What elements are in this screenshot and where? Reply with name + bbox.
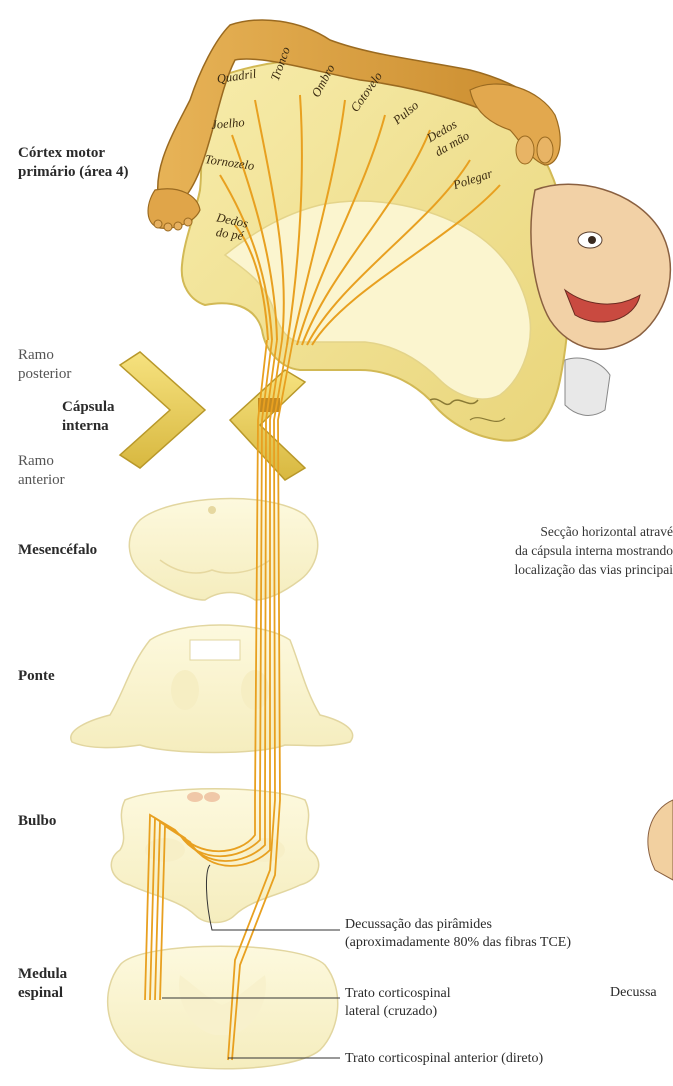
decussa-cut-label: Decussa <box>610 983 657 1002</box>
bulbo-label: Bulbo <box>18 812 56 831</box>
ramo-anterior-label-2: anterior <box>18 471 65 490</box>
capsula-label-1: Cápsula <box>62 398 115 417</box>
decussacao-label-2: (aproximadamente 80% das fibras TCE) <box>345 933 571 952</box>
decussacao-label-1: Decussação das pirâmides <box>345 915 492 934</box>
medula-label-1: Medula <box>18 965 67 984</box>
pons-section <box>71 625 353 753</box>
mesencefalo-label: Mesencéfalo <box>18 541 97 560</box>
spinal-cord-section <box>108 946 338 1069</box>
ramo-posterior-label-2: posterior <box>18 365 71 384</box>
motor-cortex-label-2: primário (área 4) <box>18 163 129 182</box>
ponte-label: Ponte <box>18 667 55 686</box>
ramo-posterior-label-1: Ramo <box>18 346 54 365</box>
anterior-tract-label: Trato corticospinal anterior (direto) <box>345 1049 543 1068</box>
mesencephalon-section <box>129 499 317 600</box>
partial-figure-edge <box>648 800 673 880</box>
capsula-label-2: interna <box>62 417 109 436</box>
medula-label-2: espinal <box>18 984 63 1003</box>
section-caption-1: Secção horizontal atravé <box>540 523 673 541</box>
lateral-tract-label-1: Trato corticospinal <box>345 984 451 1003</box>
ramo-anterior-label-1: Ramo <box>18 452 54 471</box>
bodypart-label: Joelho <box>211 115 246 133</box>
motor-cortex-label-1: Córtex motor <box>18 144 105 163</box>
section-caption-2: da cápsula interna mostrando <box>515 542 673 560</box>
lateral-tract-label-2: lateral (cruzado) <box>345 1002 437 1021</box>
section-caption-3: localização das vias principai <box>514 561 673 579</box>
